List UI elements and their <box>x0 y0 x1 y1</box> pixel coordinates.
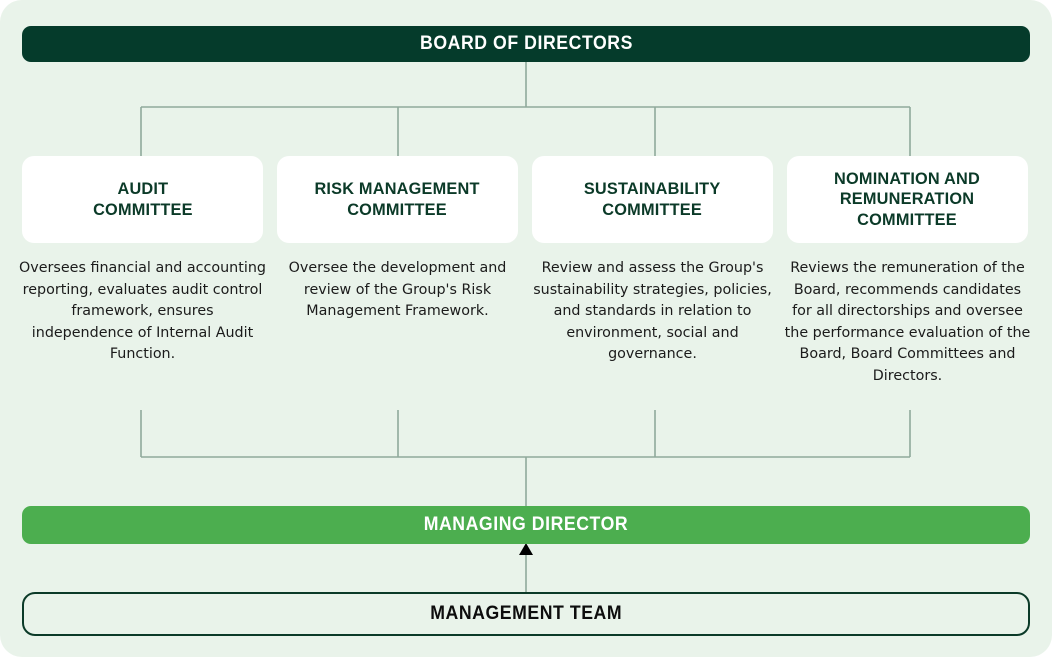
nomination-remuneration-committee-title-line3: COMMITTEE <box>857 209 958 229</box>
audit-committee-title-line2: COMMITTEE <box>92 199 193 219</box>
nomination-remuneration-committee-card: NOMINATION AND REMUNERATION COMMITTEE <box>787 156 1028 243</box>
committee-column-risk-management: RISK MANAGEMENT COMMITTEE Oversee the de… <box>277 156 518 323</box>
sustainability-committee-card: SUSTAINABILITY COMMITTEE <box>532 156 773 243</box>
audit-committee-card: AUDIT COMMITTEE <box>22 156 263 243</box>
management-team-label: MANAGEMENT TEAM <box>430 603 622 624</box>
nomination-remuneration-committee-title-line1: NOMINATION AND <box>834 169 981 189</box>
sustainability-committee-title: SUSTAINABILITY COMMITTEE <box>584 179 721 219</box>
committees-row: AUDIT COMMITTEE Oversees financial and a… <box>19 156 1031 387</box>
audit-committee-title-line1: AUDIT <box>117 179 168 199</box>
committee-column-audit: AUDIT COMMITTEE Oversees financial and a… <box>19 156 266 366</box>
managing-director-node: MANAGING DIRECTOR <box>22 506 1030 544</box>
committee-column-nomination-remuneration: NOMINATION AND REMUNERATION COMMITTEE Re… <box>784 156 1031 387</box>
committee-column-sustainability: SUSTAINABILITY COMMITTEE Review and asse… <box>532 156 773 366</box>
nomination-remuneration-committee-description: Reviews the remuneration of the Board, r… <box>784 260 1031 384</box>
sustainability-committee-description: Review and assess the Group's sustainabi… <box>533 260 772 363</box>
nomination-remuneration-committee-title-line2: REMUNERATION <box>840 189 975 209</box>
up-arrow-icon <box>519 543 533 555</box>
sustainability-committee-title-line1: SUSTAINABILITY <box>584 179 721 199</box>
risk-management-committee-description: Oversee the development and review of th… <box>288 260 507 320</box>
board-of-directors-label: BOARD OF DIRECTORS <box>419 33 633 54</box>
managing-director-label: MANAGING DIRECTOR <box>423 514 629 535</box>
risk-management-committee-title: RISK MANAGEMENT COMMITTEE <box>315 179 480 219</box>
risk-management-committee-title-line1: RISK MANAGEMENT <box>314 179 481 199</box>
nomination-remuneration-committee-title: NOMINATION AND REMUNERATION COMMITTEE <box>835 169 981 229</box>
board-of-directors-node: BOARD OF DIRECTORS <box>22 26 1030 62</box>
management-team-node: MANAGEMENT TEAM <box>22 592 1030 636</box>
risk-management-committee-card: RISK MANAGEMENT COMMITTEE <box>277 156 518 243</box>
sustainability-committee-title-line2: COMMITTEE <box>602 199 703 219</box>
audit-committee-description: Oversees financial and accounting report… <box>19 260 266 363</box>
risk-management-committee-title-line2: COMMITTEE <box>347 199 448 219</box>
audit-committee-title: AUDIT COMMITTEE <box>93 179 193 219</box>
